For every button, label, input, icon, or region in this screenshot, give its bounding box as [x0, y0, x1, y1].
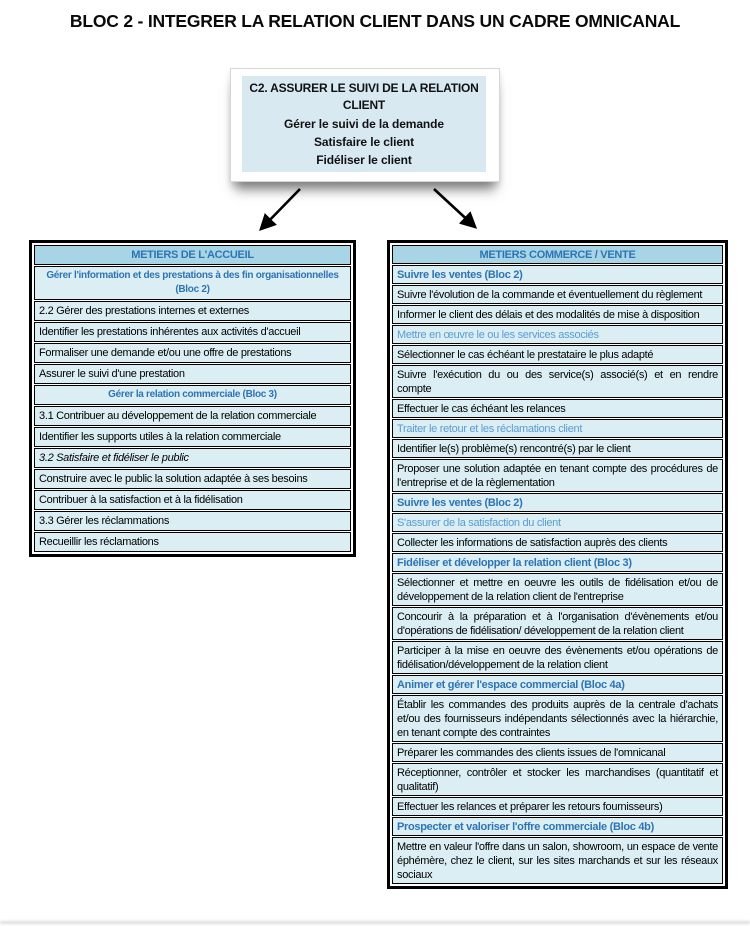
table-metiers-accueil: METIERS DE L'ACCUEIL Gérer l'information…: [29, 240, 356, 557]
table-row: Sélectionner et mettre en oeuvre les out…: [392, 573, 723, 606]
arrow-down-right-icon: [433, 188, 478, 229]
table-row: Sélectionner le cas échéant le prestatai…: [392, 345, 723, 364]
table-row: Identifier le(s) problème(s) rencontré(s…: [392, 439, 723, 458]
table-header-accueil: METIERS DE L'ACCUEIL: [34, 245, 351, 265]
table-row: Mettre en œuvre le ou les services assoc…: [392, 325, 723, 344]
table-row: S'assurer de la satisfaction du client: [392, 513, 723, 532]
table-row: Réceptionner, contrôler et stocker les m…: [392, 763, 723, 796]
table-row: Suivre les ventes (Bloc 2): [392, 265, 723, 284]
c2-box-line: Gérer le suivi de la demande: [284, 116, 444, 131]
table-row: Recueillir les réclamations: [34, 532, 351, 552]
table-row: Animer et gérer l'espace commercial (Blo…: [392, 675, 723, 694]
table-row: Effectuer les relances et préparer les r…: [392, 797, 723, 816]
table-row: 3.3 Gérer les réclammations: [34, 511, 351, 531]
c2-box-line: Satisfaire le client: [313, 134, 415, 149]
connector-arrows: [259, 188, 478, 232]
table-row: 2.2 Gérer des prestations internes et ex…: [34, 301, 351, 321]
table-row: Mettre en valeur l'offre dans un salon, …: [392, 837, 723, 884]
table-row: Collecter les informations de satisfacti…: [392, 533, 723, 552]
table-row: Traiter le retour et les réclamations cl…: [392, 419, 723, 438]
c2-box: C2. ASSURER LE SUIVI DE LA RELATION CLIE…: [242, 76, 486, 172]
c2-box-title: C2. ASSURER LE SUIVI DE LA RELATION CLIE…: [249, 80, 479, 112]
table-row: Assurer le suivi d'une prestation: [34, 364, 351, 384]
table-row: Informer le client des délais et des mod…: [392, 305, 723, 324]
page-title: BLOC 2 - INTEGRER LA RELATION CLIENT DAN…: [69, 11, 681, 31]
c2-card: C2. ASSURER LE SUIVI DE LA RELATION CLIE…: [230, 68, 500, 182]
table-row: Identifier les prestations inhérentes au…: [34, 322, 351, 342]
table-row: Participer à la mise en oeuvre des évène…: [392, 641, 723, 674]
table-row: Gérer l'information et des prestations à…: [34, 266, 351, 300]
table-row: Identifier les supports utiles à la rela…: [34, 427, 351, 447]
table-header-commerce-vente: METIERS COMMERCE / VENTE: [392, 245, 723, 264]
table-row: Concourir à la préparation et à l'organi…: [392, 607, 723, 640]
table-metiers-commerce-vente: METIERS COMMERCE / VENTE Suivre les vent…: [387, 240, 728, 889]
table-row: Effectuer le cas échéant les relances: [392, 399, 723, 418]
table-row: Formaliser une demande et/ou une offre d…: [34, 343, 351, 363]
arrow-down-left-icon: [259, 188, 301, 232]
c2-box-line: Fidéliser le client: [316, 152, 412, 167]
table-row: Construire avec le public la solution ad…: [34, 469, 351, 489]
table-body-commerce-vente: Suivre les ventes (Bloc 2)Suivre l'évolu…: [391, 265, 724, 884]
table-row: Proposer une solution adaptée en tenant …: [392, 459, 723, 492]
table-row: Suivre les ventes (Bloc 2): [392, 493, 723, 512]
table-row: 3.2 Satisfaire et fidéliser le public: [34, 448, 351, 468]
table-row: Préparer les commandes des clients issue…: [392, 743, 723, 762]
bottom-divider: [0, 921, 750, 924]
table-row: Fidéliser et développer la relation clie…: [392, 553, 723, 572]
table-row: Prospecter et valoriser l'offre commerci…: [392, 817, 723, 836]
table-row: Contribuer à la satisfaction et à la fid…: [34, 490, 351, 510]
table-row: Établir les commandes des produits auprè…: [392, 695, 723, 742]
table-row: Suivre l'évolution de la commande et éve…: [392, 285, 723, 304]
table-row: 3.1 Contribuer au développement de la re…: [34, 406, 351, 426]
table-body-accueil: Gérer l'information et des prestations à…: [33, 266, 352, 552]
table-row: Gérer la relation commerciale (Bloc 3): [34, 385, 351, 405]
table-row: Suivre l'exécution du ou des service(s) …: [392, 365, 723, 398]
